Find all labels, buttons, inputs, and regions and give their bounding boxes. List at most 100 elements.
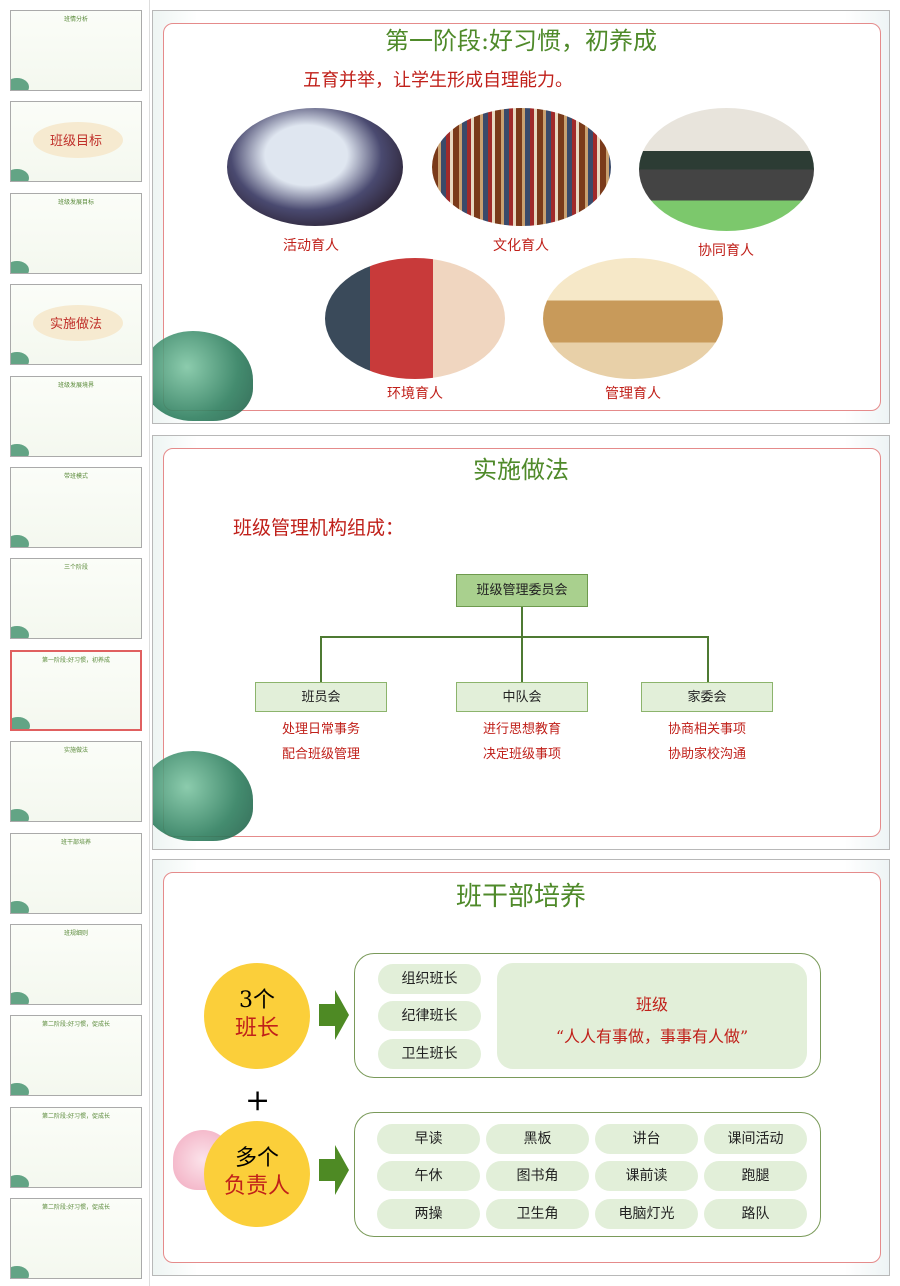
org-root-box: 班级管理委员会: [456, 574, 588, 607]
slide-thumbnail[interactable]: 实施做法: [10, 741, 142, 823]
duty-pill: 早读: [377, 1124, 480, 1154]
duty-pill: 路队: [704, 1199, 807, 1229]
thumbnail-title: 第一阶段:好习惯，初养成: [41, 656, 111, 664]
slide-class-cadre[interactable]: 班干部培养 3个班长 组织班长 纪律班长 卫生班长 班级 “人人有事做，事事有人…: [152, 859, 890, 1276]
duty-pill: 讲台: [595, 1124, 698, 1154]
org-connector: [521, 607, 523, 637]
leaf-decoration: [11, 809, 29, 822]
thumbnail-title: 班级目标: [49, 134, 102, 150]
org-child-desc: 进行思想教育决定班级事项: [482, 722, 561, 762]
duty-pill: 黑板: [486, 1124, 589, 1154]
duty-pill: 两操: [377, 1199, 480, 1229]
org-child-box: 家委会: [641, 682, 773, 712]
slide-stage-one[interactable]: 第一阶段:好习惯，初养成 五育并举，让学生形成自理能力。 活动育人 文化育人 协…: [152, 10, 890, 424]
plus-sign: +: [245, 1083, 271, 1118]
org-child-desc: 协商相关事项协助家校沟通: [667, 722, 746, 762]
org-child-box: 中队会: [456, 682, 588, 712]
thumbnail-title: 第二阶段:好习惯，促成长: [41, 1021, 111, 1029]
leaf-decoration: [11, 1266, 29, 1279]
slide-thumbnail[interactable]: 班级发展目标: [10, 192, 142, 274]
duty-pill: 图书角: [486, 1161, 589, 1191]
thumbnail-title: 班情分析: [63, 16, 88, 23]
duty-pill: 跑腿: [704, 1161, 807, 1191]
slide-title: 第一阶段:好习惯，初养成: [384, 27, 658, 55]
arrow-right-icon: [319, 1145, 349, 1195]
duty-pill: 电脑灯光: [595, 1199, 698, 1229]
org-child-box: 班员会: [255, 682, 387, 712]
slide-thumbnail[interactable]: 带班模式: [10, 467, 142, 548]
slide-thumbnail[interactable]: 第二阶段:好习惯，促成长: [10, 1106, 142, 1188]
label-environment: 环境育人: [387, 386, 443, 402]
slide-thumbnail[interactable]: 班级目标: [10, 101, 142, 183]
duty-pill: 午休: [377, 1161, 480, 1191]
duties-panel: 早读黑板讲台课间活动午休图书角课前读跑腿两操卫生角电脑灯光路队: [354, 1112, 821, 1237]
photo-environment: [325, 258, 505, 379]
monitor-pill: 卫生班长: [378, 1039, 481, 1069]
label-collaboration: 协同育人: [698, 243, 754, 259]
org-connector: [521, 636, 523, 682]
monitors-panel: 组织班长 纪律班长 卫生班长 班级 “人人有事做，事事有人做”: [354, 953, 821, 1078]
slide-title: 班干部培养: [455, 882, 586, 912]
photo-activity: [227, 108, 403, 226]
title-oval: [33, 122, 123, 159]
lotus-leaf-decoration: [153, 331, 253, 421]
thumbnail-title: 班级发展目标: [57, 198, 94, 206]
thumbnail-title: 实施做法: [49, 317, 102, 333]
slide-thumbnail[interactable]: 三个阶段: [10, 558, 142, 640]
title-oval: [33, 305, 123, 342]
slide-thumbnail-panel[interactable]: 班情分析班级目标班级发展目标实施做法班级发展境界带班模式三个阶段第一阶段:好习惯…: [0, 0, 150, 1286]
leaf-decoration: [11, 1174, 29, 1187]
thumbnail-title: 班规细则: [63, 930, 88, 937]
slide-thumbnail[interactable]: 班规细则: [10, 924, 142, 1005]
leaf-decoration: [11, 78, 29, 90]
leaf-decoration: [11, 992, 29, 1004]
slide-thumbnail[interactable]: 班级发展境界: [10, 375, 142, 457]
leaf-decoration: [11, 352, 29, 365]
thumbnail-title: 第二阶段:好习惯，促成长: [41, 1204, 111, 1212]
circle-responsible: 多个负责人: [204, 1121, 310, 1227]
thumbnail-title: 第二阶段:好习惯，促成长: [41, 1112, 111, 1120]
lotus-leaf-decoration: [153, 751, 253, 841]
leaf-decoration: [12, 716, 30, 729]
slide-subtitle: 五育并举，让学生形成自理能力。: [303, 70, 573, 91]
photo-empty-classroom: [543, 258, 723, 379]
label-culture: 文化育人: [493, 238, 549, 254]
leaf-decoration: [11, 443, 29, 456]
leaf-decoration: [11, 900, 29, 913]
duty-pill: 课间活动: [704, 1124, 807, 1154]
duty-pill: 课前读: [595, 1161, 698, 1191]
photo-classroom-meeting: [639, 108, 814, 231]
circle-monitors: 3个班长: [204, 963, 310, 1069]
slide-subtitle: 班级管理机构组成：: [233, 517, 405, 539]
slide-thumbnail[interactable]: 班情分析: [10, 10, 142, 91]
org-connector: [320, 636, 708, 638]
duty-pill: 卫生角: [486, 1199, 589, 1229]
slide-thumbnail[interactable]: 第一阶段:好习惯，初养成: [10, 649, 142, 731]
slide-thumbnail[interactable]: 实施做法: [10, 284, 142, 366]
org-connector: [320, 636, 322, 682]
arrow-right-icon: [319, 990, 349, 1040]
org-child-desc: 处理日常事务配合班级管理: [281, 722, 360, 762]
motto-box: 班级 “人人有事做，事事有人做”: [497, 963, 807, 1069]
org-connector: [707, 636, 709, 682]
thumbnail-title: 班干部培养: [60, 838, 91, 846]
leaf-decoration: [11, 169, 29, 182]
slide-thumbnail[interactable]: 班干部培养: [10, 832, 142, 914]
thumbnail-title: 班级发展境界: [57, 381, 94, 389]
thumbnail-title: 三个阶段: [63, 564, 88, 572]
leaf-decoration: [11, 1083, 29, 1096]
monitor-pill: 组织班长: [378, 964, 481, 994]
slide-title: 实施做法: [473, 456, 569, 484]
slide-thumbnail[interactable]: 第二阶段:好习惯，促成长: [10, 1015, 142, 1097]
slide-implementation[interactable]: 实施做法 班级管理机构组成： 班级管理委员会 班员会 中队会 家委会 处理日常事…: [152, 435, 890, 850]
photo-bookshelf: [432, 108, 611, 226]
leaf-decoration: [11, 626, 29, 639]
slide-thumbnail[interactable]: 第二阶段:好习惯，促成长: [10, 1198, 142, 1280]
label-activity: 活动育人: [283, 238, 339, 254]
label-management: 管理育人: [605, 386, 661, 402]
thumbnail-title: 实施做法: [63, 747, 88, 755]
leaf-decoration: [11, 535, 29, 547]
monitor-pill: 纪律班长: [378, 1001, 481, 1031]
leaf-decoration: [11, 260, 29, 273]
thumbnail-title: 带班模式: [63, 473, 88, 480]
